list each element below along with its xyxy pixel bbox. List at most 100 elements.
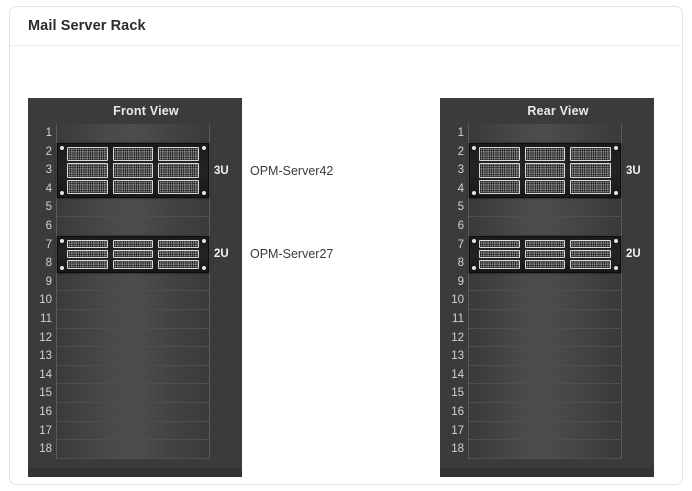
rack-slot[interactable] <box>469 422 621 441</box>
rack-slots-front <box>56 124 210 459</box>
device-vent-panel <box>112 163 154 178</box>
rack-device[interactable] <box>57 142 209 199</box>
rack-slot[interactable] <box>469 217 621 236</box>
mount-screw-icon <box>614 265 618 270</box>
rack-device[interactable] <box>469 235 621 273</box>
device-vent-panel <box>570 239 612 248</box>
device-vent-row <box>67 146 200 162</box>
unit-number: 18 <box>451 443 464 456</box>
unit-number: 10 <box>39 294 52 307</box>
rack-slot[interactable] <box>469 310 621 329</box>
rack-slot[interactable] <box>57 384 209 403</box>
page-title: Mail Server Rack <box>28 18 146 34</box>
rack-slot[interactable] <box>57 440 209 459</box>
unit-number: 17 <box>39 424 52 437</box>
unit-number: 2 <box>457 145 464 158</box>
rack-slot[interactable] <box>469 403 621 422</box>
device-vent-row <box>479 179 612 195</box>
device-vent-panel <box>524 179 566 195</box>
rack-view-title-front: Front View <box>113 104 179 118</box>
mount-screw-icon <box>472 191 476 196</box>
rack-slot[interactable] <box>469 124 621 143</box>
device-size-label: 2U <box>626 248 641 261</box>
rack-slot[interactable] <box>469 198 621 217</box>
device-vent-panel <box>112 249 154 259</box>
unit-number: 4 <box>457 182 464 195</box>
rack-slot[interactable] <box>57 347 209 366</box>
rack-slot[interactable] <box>57 422 209 441</box>
unit-number: 11 <box>40 312 52 325</box>
unit-number: 15 <box>39 387 52 400</box>
unit-number: 13 <box>451 350 464 363</box>
unit-number: 7 <box>457 238 464 251</box>
rack-slot[interactable] <box>469 366 621 385</box>
rack-slot[interactable] <box>57 217 209 236</box>
mount-screw-icon <box>202 191 206 196</box>
device-vent-row <box>67 260 200 269</box>
rack-view-title-rear: Rear View <box>527 104 589 118</box>
device-vent-panel <box>524 249 566 259</box>
device-size-label: 2U <box>214 248 229 261</box>
unit-number: 9 <box>457 275 464 288</box>
unit-number: 10 <box>451 294 464 307</box>
device-vent-panel <box>570 260 612 269</box>
rack-slot[interactable] <box>57 124 209 143</box>
rack-slot[interactable] <box>469 329 621 348</box>
rack-slot[interactable] <box>57 366 209 385</box>
device-vent-panel <box>479 239 520 248</box>
rack-slot[interactable] <box>57 273 209 292</box>
rack-slot[interactable] <box>57 403 209 422</box>
device-vent-panel <box>158 179 200 195</box>
mount-screw-icon <box>614 238 618 243</box>
rack-slot[interactable] <box>469 347 621 366</box>
device-vent-row <box>67 239 200 248</box>
unit-number: 5 <box>457 201 464 214</box>
rack-slot[interactable] <box>57 310 209 329</box>
rack-slot[interactable] <box>469 273 621 292</box>
rack-device[interactable] <box>469 142 621 199</box>
unit-number: 16 <box>451 405 464 418</box>
unit-number: 2 <box>45 145 52 158</box>
device-vent-panel <box>479 146 520 162</box>
rack-device[interactable] <box>57 235 209 273</box>
rack-slot[interactable] <box>469 384 621 403</box>
device-vent-panel <box>112 146 154 162</box>
device-name-label: OPM-Server27 <box>250 247 334 262</box>
device-vent-panel <box>570 146 612 162</box>
rack-slot[interactable] <box>57 291 209 310</box>
device-vent-panel <box>570 179 612 195</box>
device-vent-row <box>479 146 612 162</box>
device-vent-row <box>479 163 612 178</box>
device-vent-row <box>479 260 612 269</box>
rack-foot-front <box>28 467 242 477</box>
mount-screw-icon <box>202 265 206 270</box>
rack-slot[interactable] <box>469 440 621 459</box>
unit-number: 17 <box>451 424 464 437</box>
rack-slot[interactable] <box>57 329 209 348</box>
mount-screw-icon <box>60 191 64 196</box>
device-vent-panel <box>67 260 108 269</box>
device-vent-panel <box>67 146 108 162</box>
device-vent-panel <box>67 249 108 259</box>
unit-number: 12 <box>451 331 464 344</box>
unit-number: 14 <box>451 368 464 381</box>
device-vent-panel <box>479 179 520 195</box>
unit-number: 16 <box>39 405 52 418</box>
card-header: Mail Server Rack <box>10 7 682 46</box>
unit-number: 3 <box>45 164 52 177</box>
device-vent-panel <box>112 239 154 248</box>
unit-number: 15 <box>451 387 464 400</box>
device-vent-panel <box>570 249 612 259</box>
device-name-label: OPM-Server42 <box>250 163 334 178</box>
rack-slot[interactable] <box>57 198 209 217</box>
unit-number: 14 <box>39 368 52 381</box>
rack-slot[interactable] <box>469 291 621 310</box>
mount-screw-icon <box>614 191 618 196</box>
